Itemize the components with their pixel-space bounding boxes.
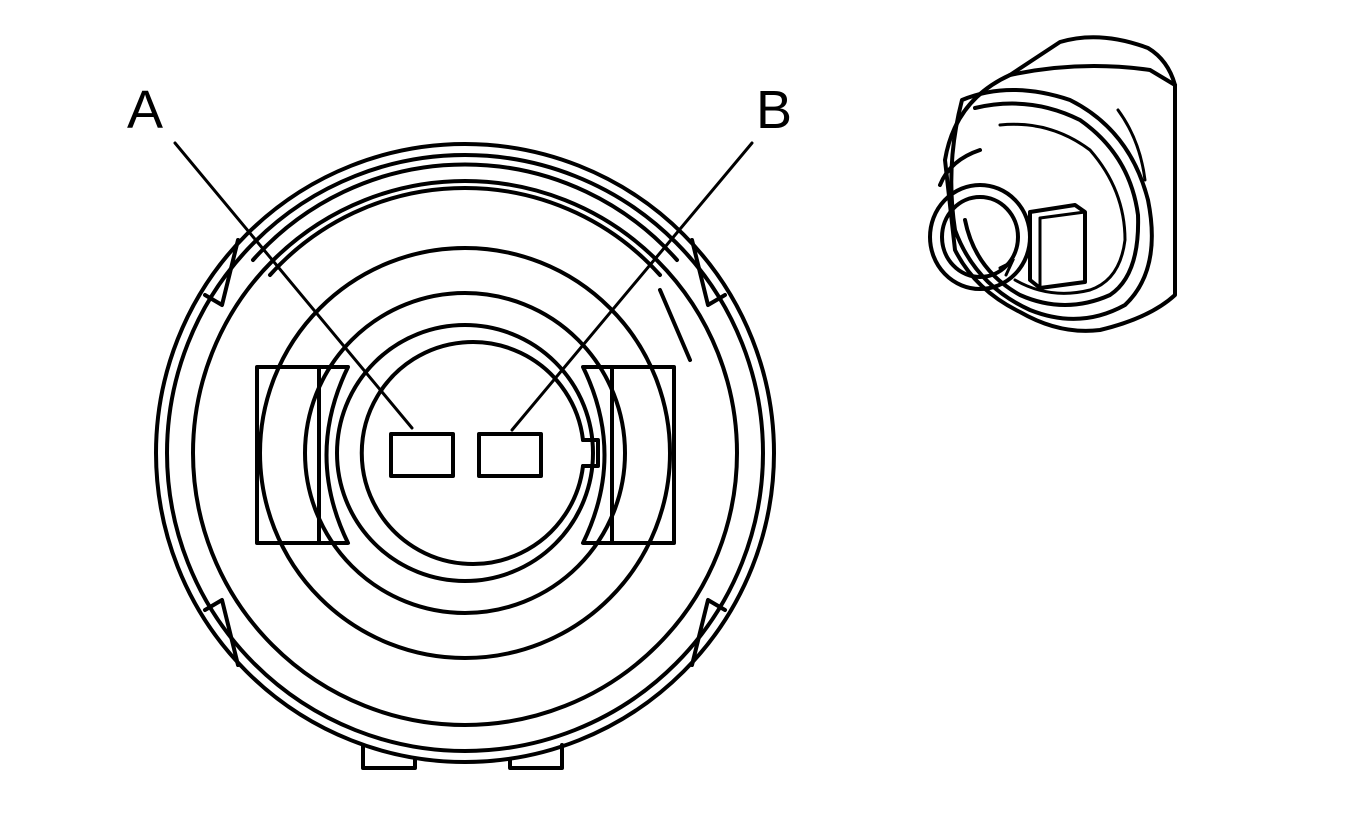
left-latch-lip	[317, 365, 350, 545]
left-latch	[255, 365, 350, 545]
outer-housing-inner-ring	[165, 153, 765, 753]
iso-face-ring-outer	[949, 88, 1154, 321]
iso-barrel-left-edge	[938, 148, 982, 187]
iso-housing-body	[943, 35, 1177, 333]
cavity-key-slot	[581, 438, 600, 468]
outer-housing-ring	[154, 142, 776, 764]
face-ring	[191, 179, 739, 727]
terminal-cavity	[359, 340, 585, 566]
rim-notch-left-bottom	[203, 598, 240, 667]
seal-arc-3	[658, 288, 692, 362]
iso-housing-top-edge	[1008, 64, 1177, 87]
leader-line-a	[173, 141, 414, 430]
inner-ring-1	[258, 246, 672, 660]
callout-b: B	[510, 80, 792, 432]
iso-face-arc-small	[1116, 108, 1147, 182]
terminal-b-pin	[477, 432, 543, 478]
bottom-tab-right	[508, 743, 564, 770]
iso-barrel-key	[998, 258, 1016, 277]
iso-latch-block	[1028, 203, 1087, 290]
iso-barrel-opening-inner	[940, 195, 1020, 279]
right-latch-lip	[581, 365, 614, 545]
seal-arc-2	[268, 186, 662, 277]
right-latch	[581, 365, 676, 545]
callout-a: A	[127, 80, 414, 430]
leader-line-b	[510, 141, 754, 432]
bottom-tab-left	[361, 743, 417, 770]
callout-label-b: B	[756, 80, 792, 140]
rim-notch-right-top	[690, 238, 727, 307]
rim-notch-left-top	[203, 238, 240, 307]
rim-notch-right-bottom	[690, 598, 727, 667]
connector-front-view	[154, 142, 776, 770]
iso-face-ring-inner	[998, 122, 1127, 295]
inner-ring-3	[335, 323, 595, 583]
callout-label-a: A	[127, 80, 163, 140]
right-latch-body	[610, 365, 676, 545]
iso-face-ring-mid	[963, 101, 1141, 307]
iso-latch-block-face	[1038, 210, 1087, 290]
left-latch-body	[255, 365, 321, 545]
terminal-a-pin	[389, 432, 455, 478]
inner-ring-2	[303, 291, 627, 615]
seal-arc-1	[251, 162, 679, 262]
connector-isometric-view	[928, 35, 1177, 333]
